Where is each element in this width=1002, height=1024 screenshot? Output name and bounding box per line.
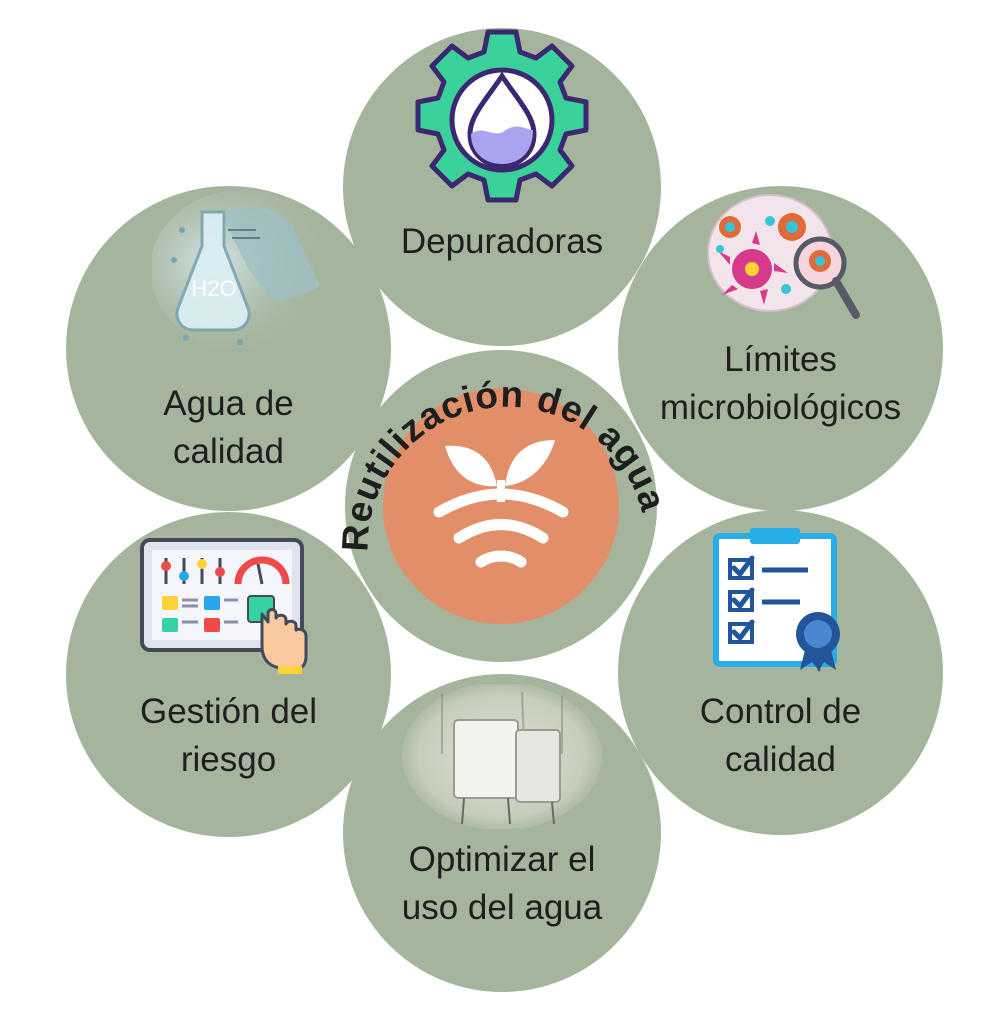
center-title: Reutilización del agua (334, 374, 674, 553)
svg-text:Reutilización del agua: Reutilización del agua (334, 374, 674, 553)
